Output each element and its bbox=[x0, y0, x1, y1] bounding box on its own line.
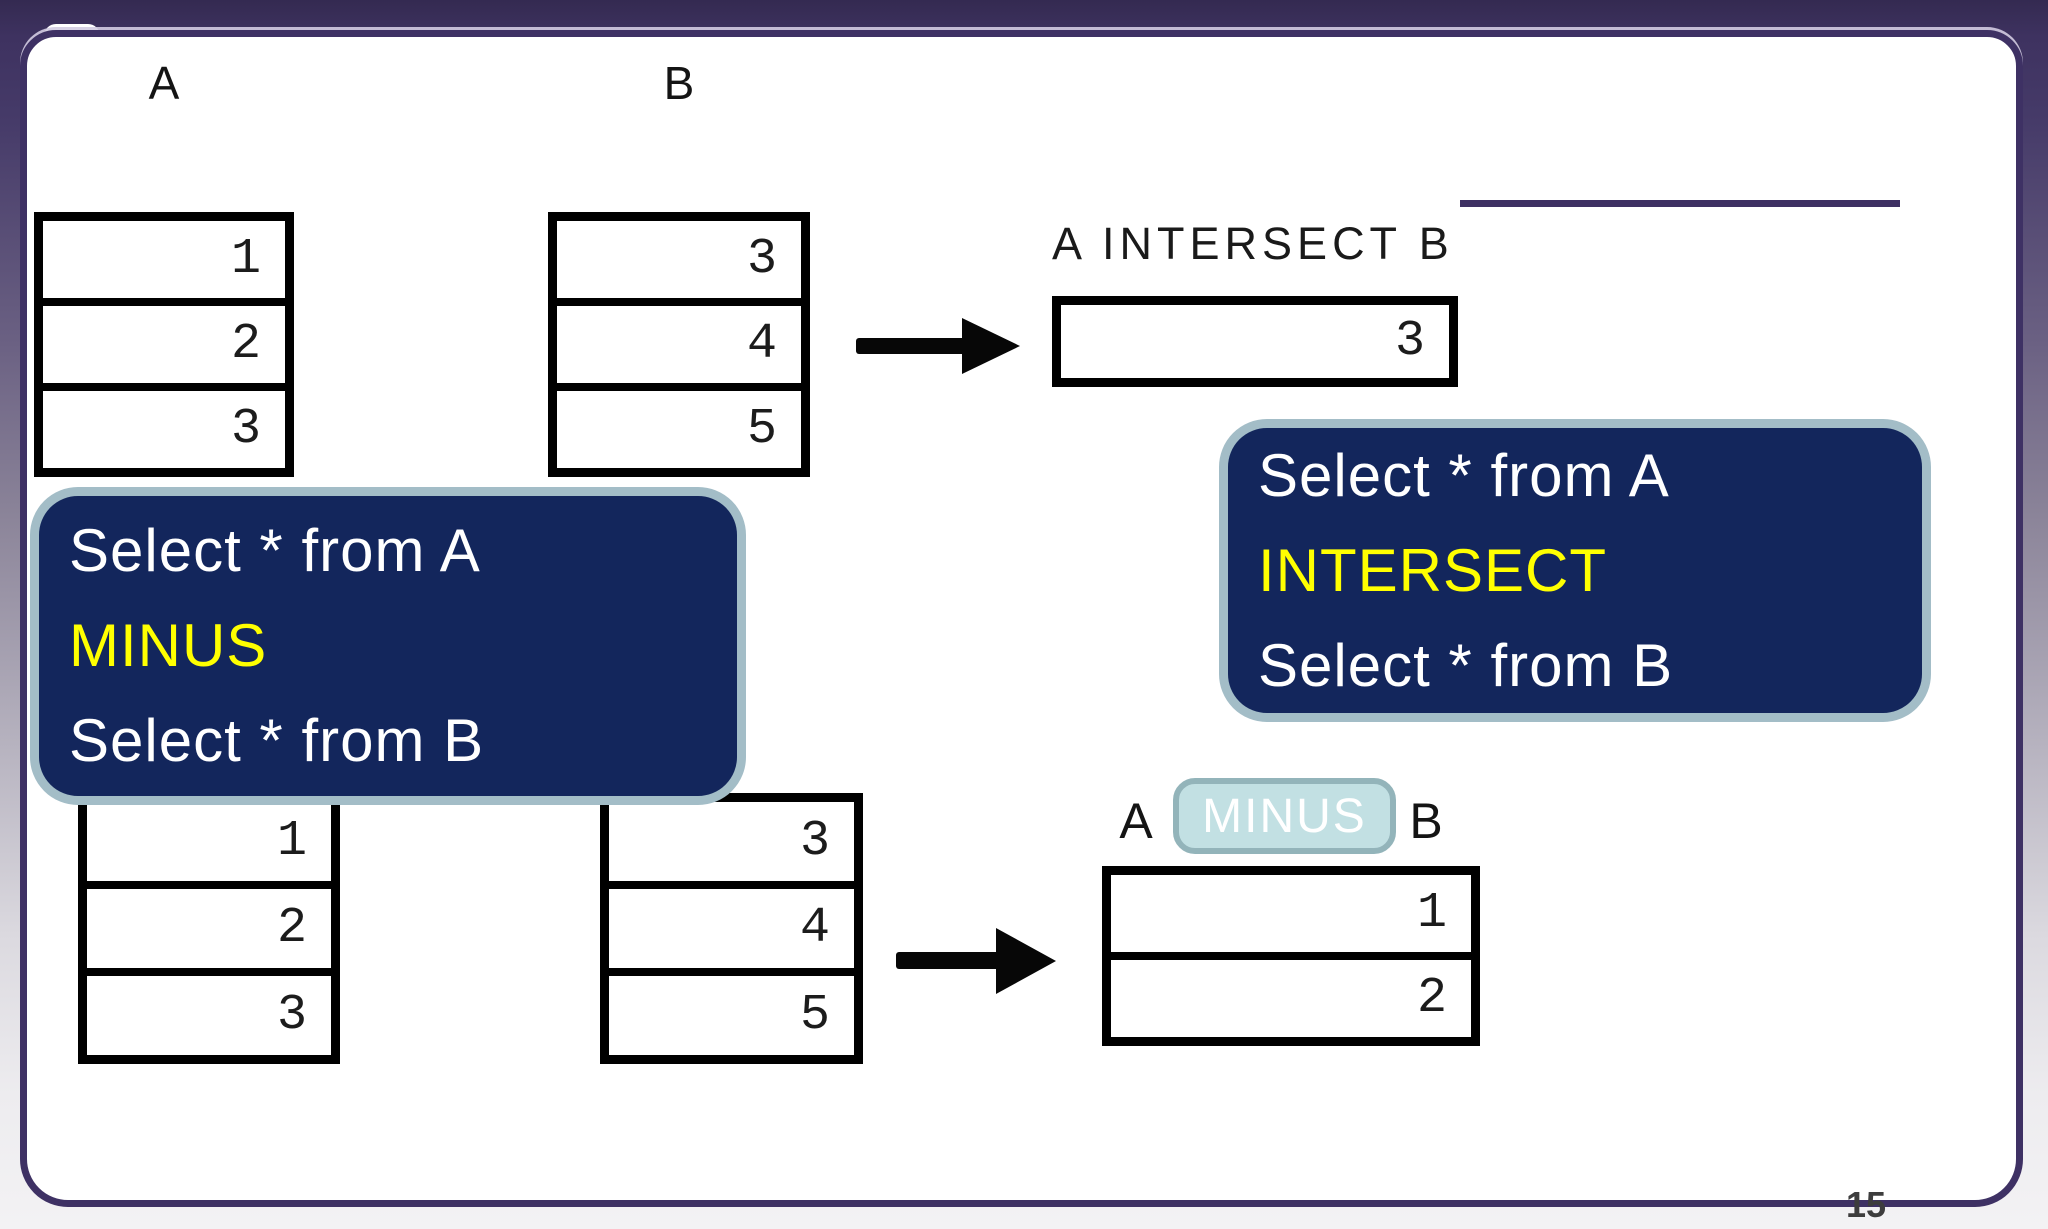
table-row: 2 bbox=[1111, 952, 1471, 1037]
table-row: 1 bbox=[1416, 885, 1447, 942]
table-b-bottom: 3 4 5 bbox=[600, 793, 863, 1064]
table-row: 3 bbox=[43, 383, 285, 468]
code-line: Select * from A bbox=[69, 517, 481, 584]
code-keyword: MINUS bbox=[69, 612, 268, 679]
accent-line bbox=[1460, 200, 1900, 207]
table-row: 2 bbox=[43, 298, 285, 383]
table-row: 5 bbox=[609, 968, 854, 1055]
minus-result-label-b: B bbox=[1409, 793, 1443, 849]
table-row: 5 bbox=[557, 383, 801, 468]
table-row: 3 bbox=[746, 231, 777, 288]
table-row: 2 bbox=[87, 881, 331, 968]
code-line: Select * from B bbox=[1258, 632, 1674, 699]
code-line: Select * from A bbox=[1258, 442, 1670, 509]
code-line: Select * from B bbox=[69, 707, 485, 774]
table-a-label: A bbox=[148, 57, 180, 109]
code-keyword: INTERSECT bbox=[1258, 537, 1608, 604]
page-number: 15 bbox=[1846, 1184, 1887, 1225]
minus-result-table: 1 2 bbox=[1102, 866, 1480, 1046]
table-row: 1 bbox=[276, 813, 307, 870]
table-b-top: 3 4 5 bbox=[548, 212, 810, 477]
minus-code-box: Select * from A MINUS Select * from B bbox=[30, 487, 746, 805]
table-row: 4 bbox=[609, 881, 854, 968]
table-row: 3 bbox=[87, 968, 331, 1055]
minus-result-label-a: A bbox=[1119, 793, 1153, 849]
table-row: 4 bbox=[557, 298, 801, 383]
table-b-label: B bbox=[663, 57, 695, 109]
intersect-code-box: Select * from A INTERSECT Select * from … bbox=[1219, 419, 1931, 722]
intersect-result-label: A INTERSECT B bbox=[1052, 218, 1454, 269]
arrow-right-icon bbox=[896, 926, 1056, 996]
table-a-top: 1 2 3 bbox=[34, 212, 294, 477]
minus-chip: MINUS bbox=[1173, 778, 1396, 854]
arrow-right-icon bbox=[856, 318, 1020, 374]
table-row: 1 bbox=[230, 231, 261, 288]
table-a-bottom: 1 2 3 bbox=[78, 793, 340, 1064]
table-row: 3 bbox=[799, 813, 830, 870]
intersect-result-table: 3 bbox=[1052, 296, 1458, 387]
table-row: 3 bbox=[1394, 313, 1425, 370]
